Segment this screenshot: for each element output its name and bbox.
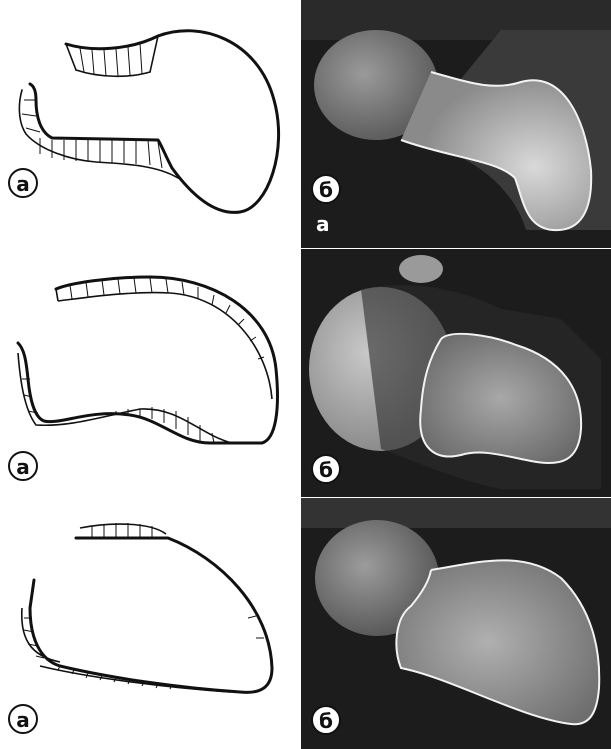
label-b-badge: б [311, 174, 341, 204]
mri-image-3 [301, 498, 611, 749]
schematic-panel-3: а [0, 498, 300, 749]
label-a-badge: а [8, 704, 38, 734]
row-2: а б [0, 249, 611, 498]
ventricle-schematic-1 [0, 0, 300, 249]
row-3: а б [0, 498, 611, 749]
label-b-badge: б [311, 705, 341, 735]
ventricle-schematic-2 [0, 249, 300, 498]
mri-panel-1: б а [301, 0, 611, 249]
mri-image-1 [301, 0, 611, 249]
ventricle-schematic-3 [0, 498, 300, 749]
schematic-panel-2: а [0, 249, 300, 498]
mri-image-2 [301, 249, 611, 498]
hatching-3 [24, 523, 264, 689]
schematic-panel-1: а [0, 0, 300, 249]
mri-panel-2: б [301, 249, 611, 498]
hatching-1 [22, 43, 162, 168]
label-a-overlay: а [316, 212, 330, 236]
mri-panel-3: б [301, 498, 611, 749]
label-b-badge: б [311, 454, 341, 484]
label-a-badge: а [8, 168, 38, 198]
label-a-badge: а [8, 451, 38, 481]
row-1: а б а [0, 0, 611, 249]
